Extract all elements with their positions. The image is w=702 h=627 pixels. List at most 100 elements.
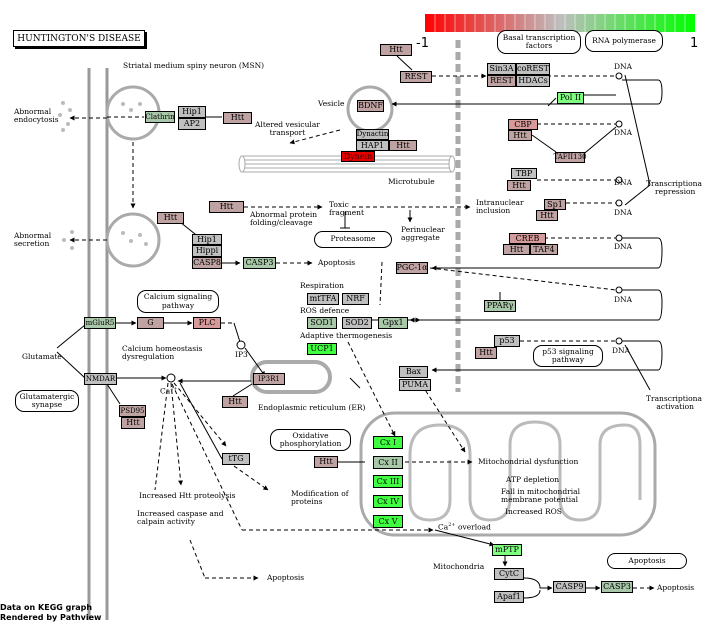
gene-casp3-bot[interactable]: CASP3: [601, 581, 633, 593]
label-dna-7: DNA: [612, 346, 630, 355]
label-dna-3: DNA: [614, 178, 632, 187]
p53-signaling-pill[interactable]: p53 signaling pathway: [533, 345, 603, 367]
proteasome-pill[interactable]: Proteasome: [314, 231, 392, 248]
gene-nrf[interactable]: NRF: [342, 293, 369, 305]
gene-puma[interactable]: PUMA: [399, 379, 431, 391]
gene-dynein[interactable]: Dynein: [341, 151, 375, 162]
gene-htt-ip3[interactable]: Htt: [222, 396, 248, 408]
gene-cx1[interactable]: Cx I: [373, 436, 403, 449]
label-respiration: Respiration: [300, 281, 344, 290]
label-transcriptional-activation: Transcriptional activation: [646, 394, 702, 412]
diagram-title: HUNTINGTON'S DISEASE: [13, 30, 145, 47]
gene-tbp[interactable]: TBP: [511, 168, 537, 179]
gene-hippi[interactable]: Hippi: [192, 245, 222, 257]
label-atp-depletion: ATP depletion: [506, 475, 560, 484]
gene-clathrin[interactable]: Clathrin: [145, 111, 175, 123]
gene-ppary[interactable]: PPARγ: [484, 300, 516, 312]
label-abnormal-folding: Abnormal protein folding/cleavage: [250, 210, 318, 228]
label-er: Endoplasmic reticulum (ER): [258, 403, 366, 412]
label-toxic-fragment: Toxic fragment: [329, 200, 365, 218]
gene-hip1-a[interactable]: Hip1: [178, 106, 206, 118]
gene-cx2[interactable]: Cx II: [373, 456, 403, 469]
gene-htt-p53[interactable]: Htt: [475, 347, 497, 359]
label-dna-4: DNA: [614, 208, 632, 217]
label-dna-6: DNA: [614, 295, 632, 304]
gene-p53[interactable]: p53: [494, 335, 520, 347]
gene-bax[interactable]: Bax: [399, 366, 428, 378]
label-dna-5: DNA: [614, 242, 632, 251]
label-adaptive: Adaptive thermogenesis: [300, 331, 393, 340]
gene-ttg[interactable]: tTG: [222, 453, 250, 465]
basal-transcription-factors-pill[interactable]: Basal transcription factors: [497, 30, 581, 54]
gene-rest-2[interactable]: REST: [487, 75, 516, 87]
label-mito-dysfunction: Mitochondrial dysfunction: [478, 457, 579, 466]
gene-mptp[interactable]: mPTP: [492, 544, 522, 556]
gene-taf4[interactable]: TAF4: [530, 244, 558, 255]
gene-ucp1[interactable]: UCP1: [307, 343, 337, 355]
gene-htt-top[interactable]: Htt: [380, 44, 412, 56]
label-fall-potential: Fall in mitochondrial membrane potential: [501, 487, 581, 505]
gene-htt-tbp[interactable]: Htt: [507, 180, 531, 191]
gene-hdacs[interactable]: HDACs: [516, 75, 550, 87]
gene-sp1[interactable]: Sp1: [544, 199, 566, 210]
rna-polymerase-pill[interactable]: RNA polymerase: [585, 30, 663, 52]
label-abnormal-secretion: Abnormal secretion: [14, 231, 52, 249]
gene-htt-psd[interactable]: Htt: [121, 417, 145, 429]
gene-pgc1a[interactable]: PGC-1α: [396, 262, 428, 274]
gene-mtfa[interactable]: mtTFA: [307, 293, 339, 305]
label-ip3: IP3: [235, 350, 248, 359]
gene-nmdar[interactable]: NMDAR: [84, 373, 117, 385]
gene-apaf1[interactable]: Apaf1: [494, 591, 524, 603]
gene-ip3r1[interactable]: IP3R1: [253, 373, 285, 385]
gene-cbp[interactable]: CBP: [508, 119, 538, 130]
credit-text: Data on KEGG graph Rendered by Pathview: [0, 603, 101, 622]
gene-casp3-mid[interactable]: CASP3: [243, 257, 276, 269]
gene-corest[interactable]: coREST: [516, 63, 550, 75]
gene-plc[interactable]: PLC: [193, 317, 221, 329]
apoptosis-box-pill[interactable]: Apoptosis: [607, 553, 687, 569]
gene-gpx1[interactable]: Gpx1: [378, 317, 408, 329]
gene-dynactin[interactable]: Dynactin: [356, 129, 389, 140]
gene-htt-clath[interactable]: Htt: [223, 112, 252, 124]
gene-rest-top[interactable]: REST: [400, 71, 432, 83]
gene-tafii130[interactable]: TAFII130: [553, 152, 587, 163]
gene-htt-vesic[interactable]: Htt: [157, 212, 184, 224]
gene-htt-hap[interactable]: Htt: [389, 140, 417, 151]
gene-casp9[interactable]: CASP9: [553, 581, 586, 593]
gene-ap2[interactable]: AP2: [178, 118, 206, 130]
gene-sin3a[interactable]: Sin3A: [487, 63, 516, 75]
gene-g[interactable]: G: [137, 317, 164, 329]
label-increased-caspase: Increased caspase and calpain activity: [137, 509, 224, 527]
gene-pol2[interactable]: Pol II: [557, 92, 584, 104]
gene-cx4[interactable]: Cx IV: [373, 495, 403, 508]
calcium-signaling-pill[interactable]: Calcium signaling pathway: [137, 290, 219, 313]
label-dna-1: DNA: [614, 62, 632, 71]
label-vesicle: Vesicle: [318, 99, 345, 108]
gene-creb[interactable]: CREB: [509, 233, 546, 244]
label-ca-overload-suffix: overload: [455, 522, 491, 532]
gene-htt-cx[interactable]: Htt: [314, 456, 338, 468]
label-transcriptional-repression: Transcriptional repression: [646, 179, 702, 197]
oxidative-phosphorylation-pill[interactable]: Oxidative phosphorylation: [270, 429, 351, 451]
gene-cx5[interactable]: Cx V: [373, 515, 403, 528]
gene-psd95[interactable]: PSD95: [119, 405, 146, 417]
gene-hap1[interactable]: HAP1: [356, 140, 389, 151]
gene-cytc[interactable]: CytC: [494, 568, 524, 580]
gene-hip1-b[interactable]: Hip1: [192, 234, 222, 245]
label-glutamate: Glutamate: [22, 352, 62, 361]
gene-cx3[interactable]: Cx III: [373, 475, 403, 488]
gene-htt-cbp[interactable]: Htt: [508, 130, 532, 141]
gene-sod1[interactable]: SOD1: [307, 317, 337, 329]
gene-htt-toxic[interactable]: Htt: [209, 201, 244, 213]
label-increased-htt: Increased Htt proteolysis: [139, 491, 236, 500]
label-perinuclear: Perinuclear aggregate: [401, 225, 445, 243]
gene-casp8[interactable]: CASP8: [192, 257, 222, 269]
label-ca2: Ca2+: [160, 386, 178, 396]
glutamatergic-synapse-pill[interactable]: Glutamatergic synapse: [15, 390, 79, 412]
gene-bdnf[interactable]: BDNF: [357, 100, 384, 112]
gene-mglur5[interactable]: mGluR5: [84, 317, 116, 329]
gene-htt-sp1[interactable]: Htt: [536, 210, 558, 221]
gene-htt-creb[interactable]: Htt: [503, 244, 530, 255]
gene-sod2[interactable]: SOD2: [342, 317, 372, 329]
